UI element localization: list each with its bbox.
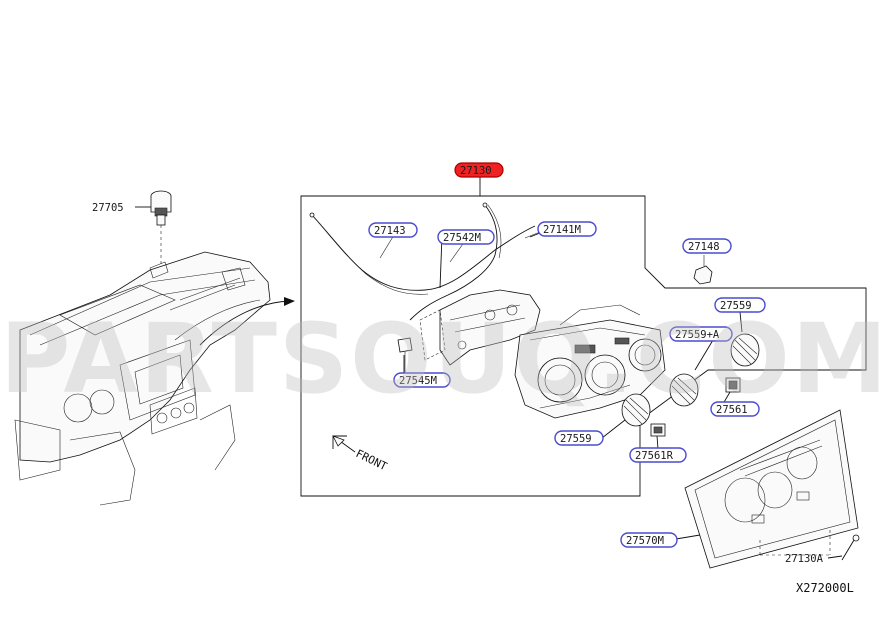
label-27545m[interactable]: 27545M [393,372,451,388]
label-27148[interactable]: 27148 [682,238,732,254]
part-label-27559-left: 27559 [560,433,592,445]
part-27148 [693,255,713,285]
knob-27559-left [621,393,651,427]
label-27559plusA[interactable]: 27559+A [669,326,733,342]
label-27559-right[interactable]: 27559 [714,297,766,313]
label-27570m[interactable]: 27570M [620,532,678,548]
knob-27559a-middle [669,373,699,407]
screw-27130a [841,534,860,561]
control-unit [514,304,666,419]
watermark: PARTSOUQ.COM [0,303,881,415]
part-label-27148: 27148 [688,241,720,253]
part-label-27559plusA: 27559+A [675,329,720,341]
assembly-outline [300,176,867,497]
label-27559-left[interactable]: 27559 [554,430,604,446]
part-label-27545m: 27545M [399,375,437,387]
label-27561r[interactable]: 27561R [629,447,687,463]
part-label-27561r: 27561R [635,450,674,462]
front-label: FRONT [354,447,390,473]
control-cables [309,202,546,321]
control-bracket [397,289,541,375]
button-27561 [725,377,741,393]
part-label-27570m: 27570M [626,535,664,547]
label-27561[interactable]: 27561 [710,401,760,417]
label-27130[interactable]: 27130 [454,162,504,178]
knob-27559-right [730,333,760,367]
front-arrow-icon [332,435,356,453]
dashboard-illustration [14,251,295,506]
label-27130a: 27130A [785,553,824,565]
part-label-27705: 27705 [92,202,124,214]
finisher-panel [684,409,859,569]
part-label-27559-right: 27559 [720,300,752,312]
label-27143[interactable]: 27143 [368,222,418,238]
part-label-27561: 27561 [716,404,748,416]
part-label-27143: 27143 [374,225,406,237]
button-27561r [650,423,666,437]
part-label-27141m: 27141M [543,224,581,236]
part-label-27130: 27130 [460,165,492,177]
part-label-27130a: 27130A [785,553,824,565]
label-27542m[interactable]: 27542M [437,229,495,245]
label-27141m[interactable]: 27141M [537,221,597,237]
part-27705-sensor [135,190,172,265]
part-label-27542m: 27542M [443,232,481,244]
diagram-code: X272000L [796,581,854,595]
